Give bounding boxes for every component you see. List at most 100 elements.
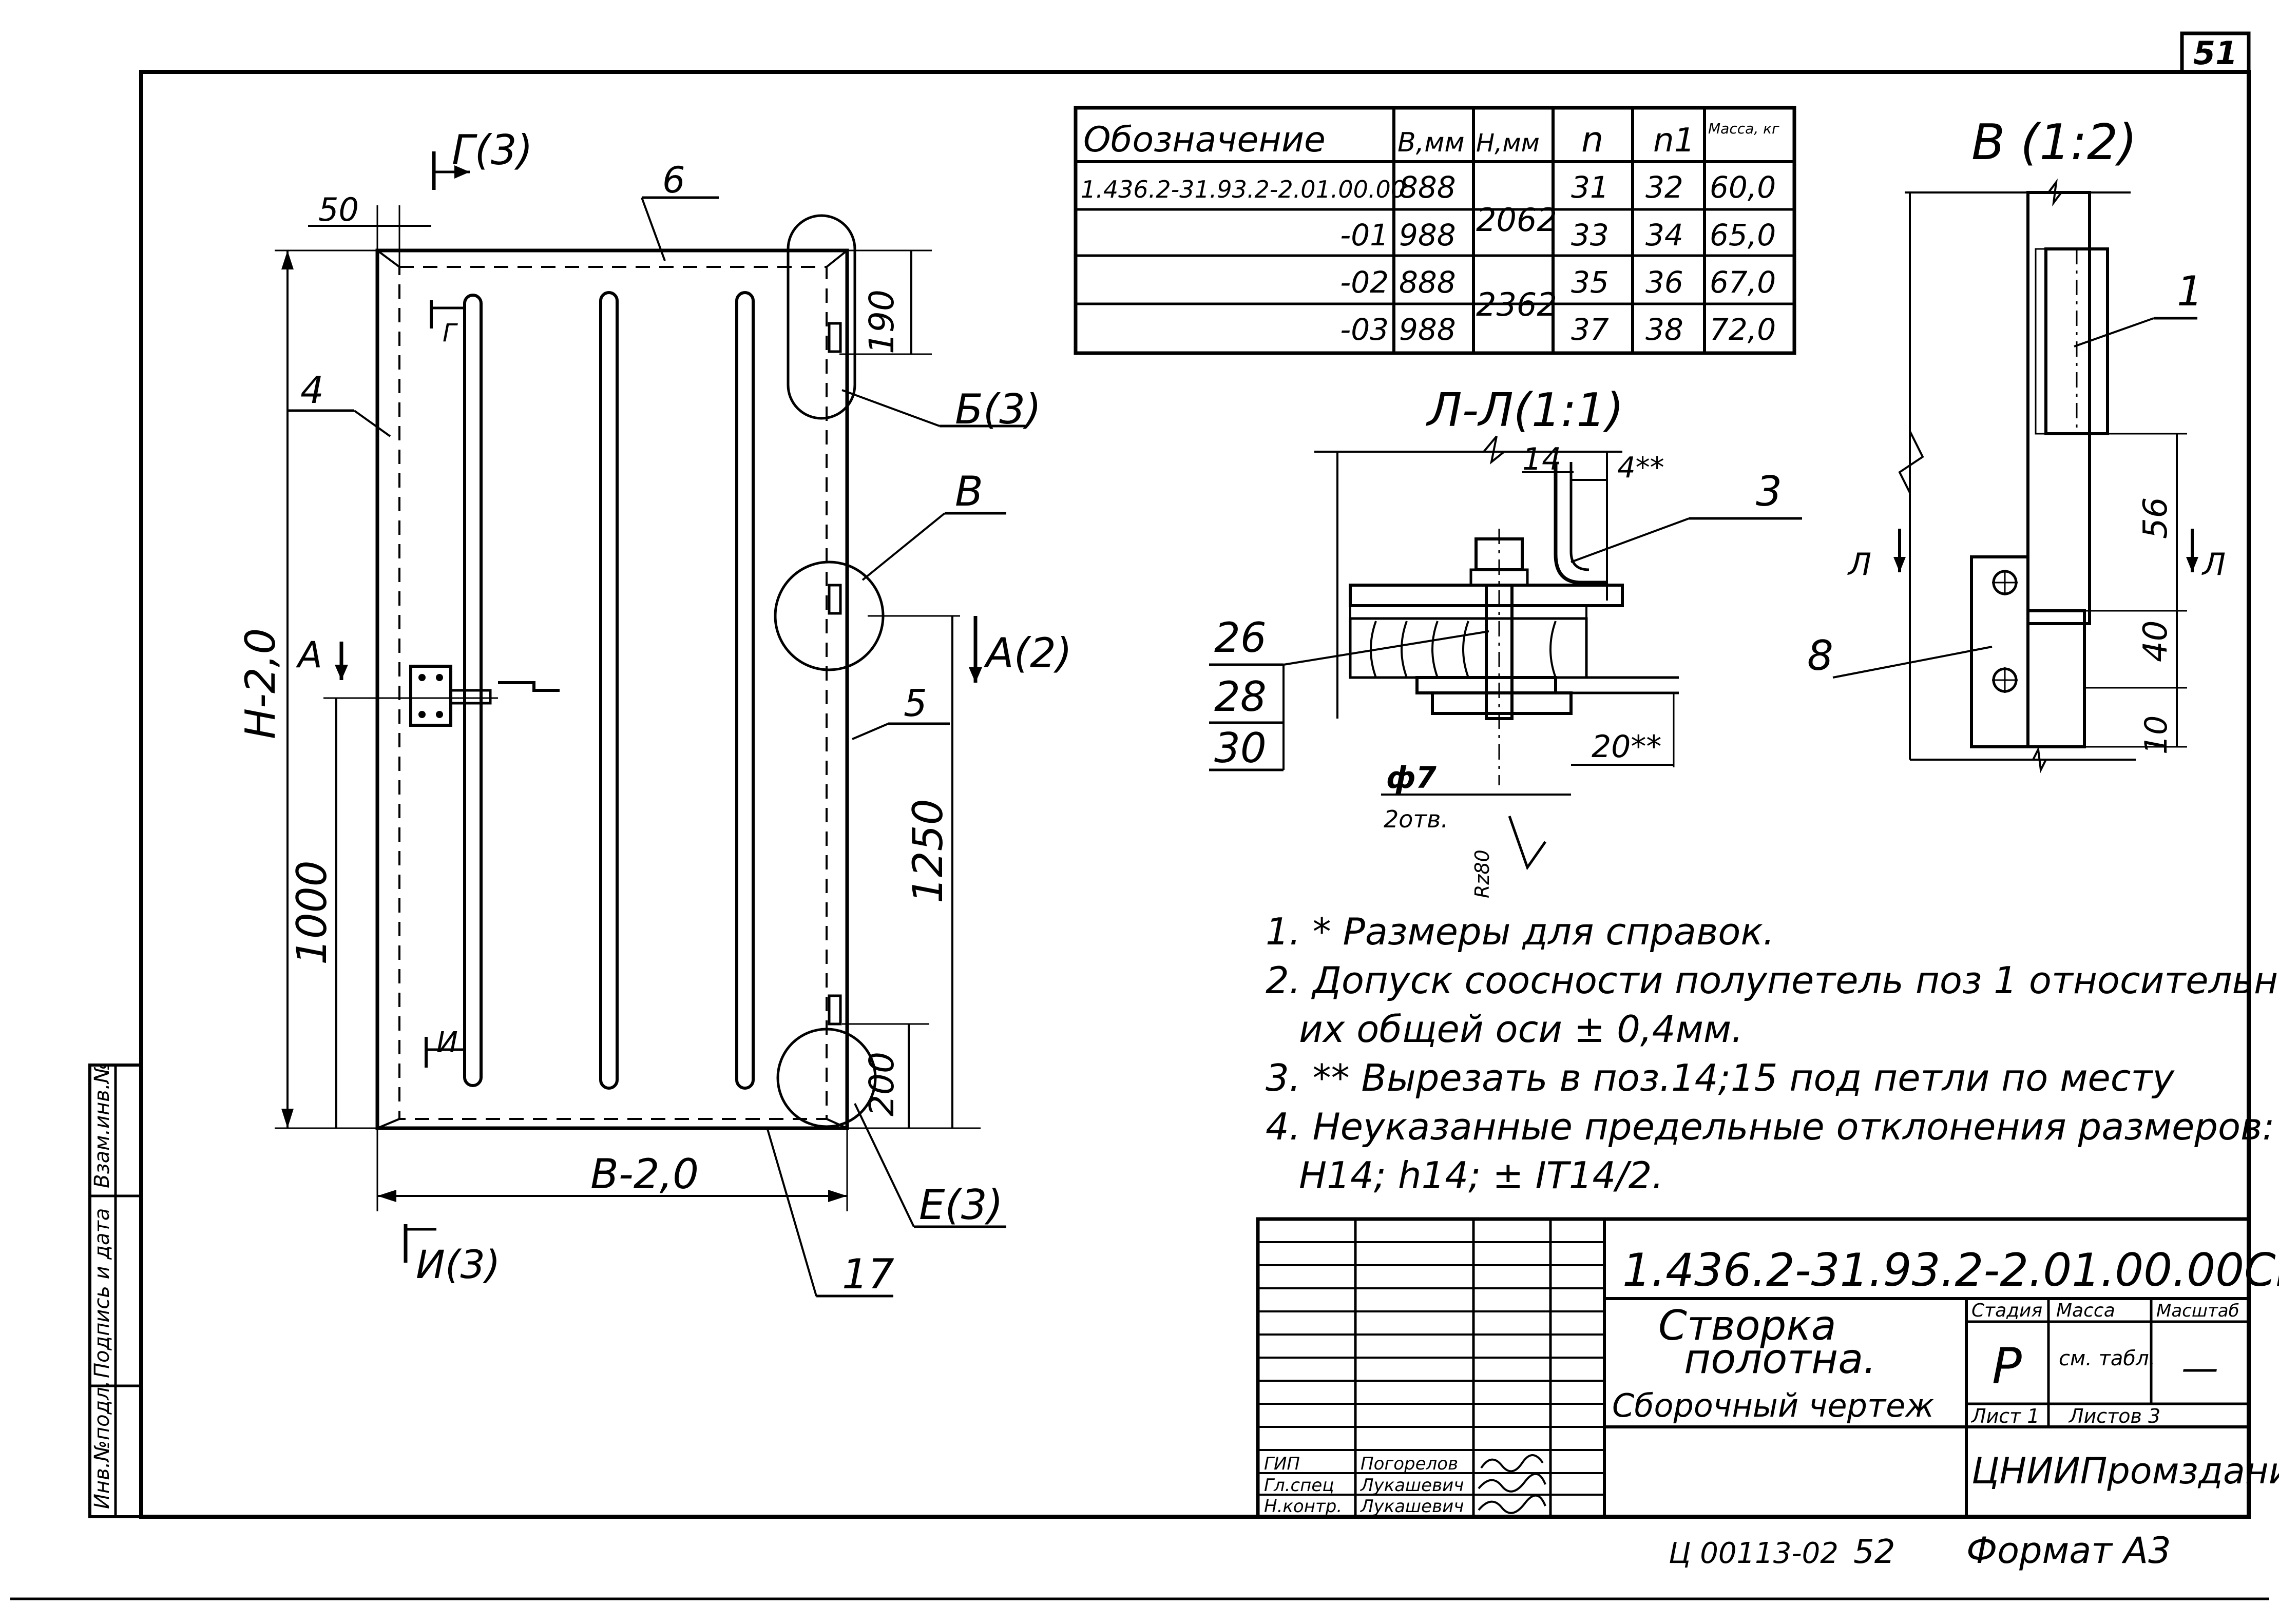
dim-190: 190	[862, 289, 902, 354]
dim-1250: 1250	[904, 799, 952, 903]
detail-B3-label: Б(3)	[955, 385, 1041, 433]
svg-text:26: 26	[1214, 614, 1267, 662]
svg-text:1: 1	[2177, 267, 2203, 315]
section-L-mark-right: Л	[2201, 547, 2226, 583]
row1-n1: 34	[1645, 218, 1683, 253]
dim-40: 40	[2137, 621, 2175, 662]
sheets-value: Листов 3	[2068, 1405, 2160, 1427]
row2-h: 2362	[1476, 286, 1557, 323]
svg-text:6: 6	[662, 159, 685, 201]
pos-17: 17	[842, 1250, 894, 1298]
dim-4: 4**	[1617, 451, 1664, 485]
row3-mass: 72,0	[1710, 312, 1776, 347]
section-L-title: Л-Л(1:1)	[1426, 383, 1624, 437]
detail-E3-label: Е(3)	[919, 1181, 1003, 1229]
dim-56: 56	[2137, 497, 2175, 539]
row2-designation: -02	[1340, 265, 1389, 300]
dim-200: 200	[862, 1052, 902, 1116]
row2-mass: 67,0	[1710, 265, 1776, 300]
th-n: n	[1581, 120, 1603, 160]
th-n1: n1	[1653, 122, 1695, 160]
row3-designation: -03	[1340, 312, 1389, 347]
note-4: 4. Неуказанные предельные отклонения раз…	[1266, 1105, 2275, 1148]
note-2: 2. Допуск соосности полупетель поз 1 отн…	[1266, 959, 2279, 1002]
signature-3	[1478, 1494, 1546, 1514]
detail-V-label: В	[955, 468, 983, 515]
section-I-label: И	[436, 1026, 458, 1059]
svg-text:Г: Г	[443, 319, 458, 347]
role-nkontr: Н.контр.	[1264, 1496, 1342, 1517]
section-I3-label: И(3)	[416, 1242, 501, 1287]
notes: 1. * Размеры для справок. 2. Допуск соос…	[1266, 910, 2279, 1197]
main-view-dimensions: Г(3) Г 50 6 4 190 Б(3) В А(2)	[237, 126, 1072, 1298]
svg-text:5: 5	[904, 682, 927, 725]
th-designation: Обозначение	[1083, 120, 1326, 160]
note-2-cont: их общей оси ± 0,4мм.	[1299, 1008, 1743, 1051]
row2-n1: 36	[1645, 265, 1683, 300]
rib-3	[735, 291, 755, 1090]
row1-mass: 65,0	[1710, 218, 1776, 253]
stamp-replacement-inv: Взам.инв.№	[90, 1062, 114, 1188]
doc-code: 1.436.2-31.93.2-2.01.00.00СБ	[1622, 1244, 2279, 1297]
footer-code: Ц 00113-02	[1669, 1537, 1838, 1570]
stage-value: Р	[1992, 1338, 2022, 1395]
roughness: Rz80	[1471, 849, 1493, 898]
note-1: 1. * Размеры для справок.	[1266, 910, 1775, 953]
row0-designation: 1.436.2-31.93.2-2.01.00.00	[1081, 176, 1406, 203]
scale-value: —	[2181, 1346, 2218, 1389]
svg-text:3: 3	[1756, 468, 1782, 515]
sheet-value: Лист 1	[1970, 1405, 2040, 1427]
dim-20: 20**	[1592, 729, 1661, 765]
detail-V-callout	[774, 560, 885, 671]
name-gip: Погорелов	[1361, 1454, 1458, 1474]
row1-b: 988	[1399, 218, 1456, 253]
spec-table: Обозначение B,мм H,мм n n1 Масса, кг 1.4…	[1074, 106, 1796, 355]
dim-50: 50	[318, 191, 359, 228]
signature-2	[1478, 1473, 1546, 1493]
section-A2-label: А(2)	[983, 629, 1072, 677]
section-G-label: Г(3)	[452, 126, 533, 174]
th-h: H,мм	[1476, 129, 1540, 158]
sheet-frame	[139, 70, 2251, 1519]
th-mass: Масса, кг	[1708, 120, 1779, 137]
footer-page: 52	[1853, 1533, 1895, 1571]
lock-plate	[409, 665, 452, 727]
title-line-2: полотна.	[1684, 1335, 1876, 1383]
row0-b: 888	[1399, 170, 1456, 205]
col-stage: Стадия	[1971, 1300, 2042, 1321]
row3-n1: 38	[1645, 312, 1683, 347]
dim-H: Н-2,0	[237, 628, 284, 739]
dim-14: 14	[1522, 441, 1561, 477]
row3-b: 988	[1399, 312, 1456, 347]
row0-mass: 60,0	[1710, 170, 1776, 205]
left-stamp: Инв.№подл. Подпись и дата Взам.инв.№	[88, 1062, 143, 1518]
footer-format: Формат А3	[1966, 1530, 2171, 1572]
svg-text:30: 30	[1214, 724, 1267, 772]
sheet-number-top: 51	[2193, 34, 2237, 72]
holes-count: 2отв.	[1384, 805, 1448, 833]
view-V: В (1:2) 1 56 40 10 Л	[1807, 114, 2226, 774]
detail-B-callout	[787, 214, 856, 420]
row0-n: 31	[1571, 170, 1609, 205]
svg-text:28: 28	[1214, 673, 1267, 721]
footer: Ц 00113-02 52 Формат А3	[1669, 1530, 2171, 1572]
row3-n: 37	[1571, 312, 1609, 347]
organization: ЦНИИПромзданий	[1971, 1450, 2279, 1492]
svg-text:4: 4	[300, 369, 324, 412]
note-3: 3. ** Вырезать в поз.14;15 под петли по …	[1266, 1056, 2175, 1099]
svg-text:8: 8	[1807, 632, 1833, 680]
dim-10: 10	[2138, 716, 2174, 755]
role-gip: ГИП	[1264, 1454, 1300, 1474]
stamp-inv-no: Инв.№подл.	[90, 1380, 114, 1509]
title-line-1: Створка	[1658, 1302, 1836, 1349]
dim-1000: 1000	[288, 860, 336, 965]
hole-diameter: ф7	[1386, 760, 1437, 795]
mass-value: см. табл.	[2059, 1347, 2155, 1370]
row1-designation: -01	[1340, 218, 1389, 253]
signature-1	[1480, 1454, 1544, 1473]
note-4-cont: Н14; h14; ± IT14/2.	[1299, 1154, 1663, 1197]
row2-b: 888	[1399, 265, 1456, 300]
leaf-outline	[375, 248, 849, 1130]
th-b: B,мм	[1397, 127, 1465, 158]
